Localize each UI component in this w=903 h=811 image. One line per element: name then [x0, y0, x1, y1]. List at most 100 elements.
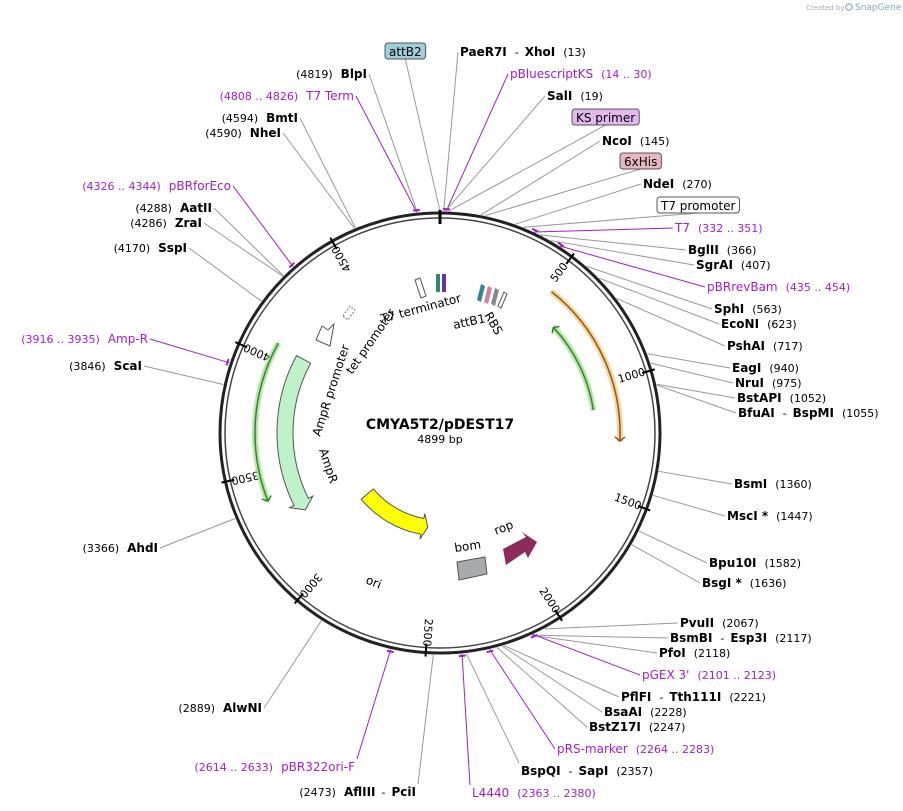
leader-line	[232, 185, 294, 267]
leader-line	[368, 73, 418, 213]
label-pbluescriptks[interactable]: pBluescriptKS(14 .. 30)	[510, 67, 652, 81]
label-bglii[interactable]: BglII(366)	[688, 243, 756, 257]
label-t7-term[interactable]: (4808 .. 4826)T7 Term	[220, 89, 354, 103]
site-name: PshAI	[727, 339, 765, 353]
label-afliii-pcii[interactable]: (2473)AflIII-PciI	[299, 785, 416, 799]
label-t7-promoter[interactable]: T7 promoter	[656, 196, 740, 214]
label-zrai[interactable]: (4286) ZraI	[130, 216, 202, 230]
site-name: T7 Term	[305, 89, 354, 103]
label-t7[interactable]: T7(332 .. 351)	[674, 221, 763, 235]
label-nrui[interactable]: NruI(975)	[735, 376, 802, 390]
label-pshai[interactable]: PshAI(717)	[727, 339, 803, 353]
leader-line	[356, 649, 392, 760]
position-label: (270)	[682, 178, 712, 191]
label-sphi[interactable]: SphI(563)	[714, 302, 782, 316]
site-name: BmtI	[266, 111, 298, 125]
label-msci[interactable]: MscI *(1447)	[727, 509, 813, 523]
site-name: PaeR7I	[460, 45, 507, 59]
tet-promoter-glyph	[342, 305, 356, 321]
site-name: PflFI	[621, 690, 651, 704]
site-name: Bpu10I	[709, 556, 756, 570]
site-name: EcoNI	[721, 317, 759, 331]
leader-line	[159, 518, 236, 549]
label-alwni[interactable]: (2889)AlwNI	[178, 701, 262, 715]
site-name: SspI	[158, 241, 187, 255]
label-bspqi-sapi[interactable]: BspQI-SapI(2357)	[521, 764, 653, 778]
label-ahdi[interactable]: (3366) AhdI	[83, 541, 158, 555]
rbs-glyph	[491, 288, 499, 306]
position-label: (1360)	[775, 478, 812, 491]
leader-line	[188, 247, 262, 302]
label-bsgi[interactable]: BsgI *(1636)	[702, 576, 786, 590]
leader-line	[586, 265, 713, 310]
feature-badge	[384, 42, 427, 60]
leader-line	[496, 647, 588, 728]
site-name: SapI	[579, 764, 609, 778]
label-bstz17i[interactable]: BstZ17I(2247)	[589, 720, 685, 734]
position-label: (4170)	[114, 242, 151, 255]
label-l4440[interactable]: L4440(2363 .. 2380)	[472, 786, 596, 800]
rop-label: rop	[492, 517, 515, 537]
leader-line	[531, 634, 658, 654]
label-sgrai[interactable]: SgrAI(407)	[696, 258, 771, 272]
label-attb2[interactable]: attB2	[384, 42, 427, 60]
label-ncoi[interactable]: NcoI(145)	[602, 134, 669, 148]
6xhis-glyph	[484, 286, 492, 304]
label-pbr322ori-f[interactable]: (2614 .. 2633)pBR322ori-F	[195, 760, 356, 774]
label-bstapi[interactable]: BstAPI(1052)	[737, 391, 826, 405]
position-label: (3366)	[83, 542, 120, 555]
primer-site-mark	[412, 208, 421, 212]
label-bsaai[interactable]: BsaAI(2228)	[604, 705, 687, 719]
position-label: (2473)	[299, 786, 336, 799]
label-bfuai-bspmi[interactable]: BfuAI-BspMI(1055)	[738, 406, 879, 420]
position-label: (623)	[767, 318, 797, 331]
rop-arrow	[503, 532, 537, 565]
label-pbrrevbam[interactable]: pBRrevBam(435 .. 454)	[707, 280, 850, 294]
leader-line	[443, 51, 459, 212]
label-sspi[interactable]: (4170) SspI	[114, 241, 187, 255]
label-pbrforeco[interactable]: (4326 .. 4344)pBRforEco	[82, 179, 231, 193]
label-pfoi[interactable]: PfoI(2118)	[659, 646, 730, 660]
site-name: pRS-marker	[557, 742, 628, 756]
label-aatii[interactable]: (4288)AatII	[135, 201, 212, 215]
label-pflfi-tth111i[interactable]: PflFI-Tth111I(2221)	[621, 690, 766, 704]
label-ndei[interactable]: NdeI(270)	[643, 177, 712, 191]
leader-line	[531, 634, 669, 639]
position-label: (4819)	[296, 68, 333, 81]
label-sali[interactable]: SalI(19)	[547, 89, 603, 103]
label-prs-marker[interactable]: pRS-marker (2264 .. 2283)	[557, 742, 714, 756]
label-paer7i-xhoi[interactable]: PaeR7I-XhoI(13)	[460, 45, 586, 59]
label-amp-r[interactable]: (3916 .. 3935)Amp-R	[21, 332, 148, 346]
position-label: (2264 .. 2283)	[636, 743, 715, 756]
label-bsmbi-esp3i[interactable]: BsmBI-Esp3I(2117)	[670, 631, 812, 645]
label-bmti[interactable]: (4594)BmtI	[222, 111, 298, 125]
label-econi[interactable]: EcoNI (623)	[721, 317, 797, 331]
site-name: BspMI	[793, 406, 834, 420]
label-nhei[interactable]: (4590)NheI	[205, 126, 281, 140]
label-eagi[interactable]: EagI(940)	[732, 361, 799, 375]
leader-line	[501, 645, 603, 713]
leader-line	[540, 234, 687, 251]
green-arc-right-glow	[551, 325, 597, 411]
site-name: NheI	[250, 126, 281, 140]
position-label: (2247)	[649, 721, 686, 734]
tick-mark	[642, 368, 656, 374]
label-6xhis[interactable]: 6xHis	[619, 152, 662, 170]
label-blpi[interactable]: (4819)BlpI	[296, 67, 367, 81]
site-name: Esp3I	[730, 631, 767, 645]
leader-line	[404, 58, 441, 212]
attb2-glyph	[436, 274, 440, 292]
site-name: AhdI	[127, 541, 158, 555]
label-ks-primer[interactable]: KS primer	[571, 108, 640, 126]
tick-mark	[293, 592, 304, 605]
label-scai[interactable]: (3846)ScaI	[69, 359, 142, 373]
label-pgex-3-[interactable]: pGEX 3'(2101 .. 2123)	[642, 668, 776, 682]
site-name: ZraI	[175, 216, 202, 230]
position-label: (4286)	[130, 217, 167, 230]
tick-mark	[221, 478, 235, 484]
label-bsmi[interactable]: BsmI(1360)	[734, 477, 812, 491]
name-separator: -	[382, 786, 386, 799]
label-pvuii[interactable]: PvuII(2067)	[680, 616, 759, 630]
label-bpu10i[interactable]: Bpu10I(1582)	[709, 556, 801, 570]
position-label: (940)	[769, 362, 799, 375]
